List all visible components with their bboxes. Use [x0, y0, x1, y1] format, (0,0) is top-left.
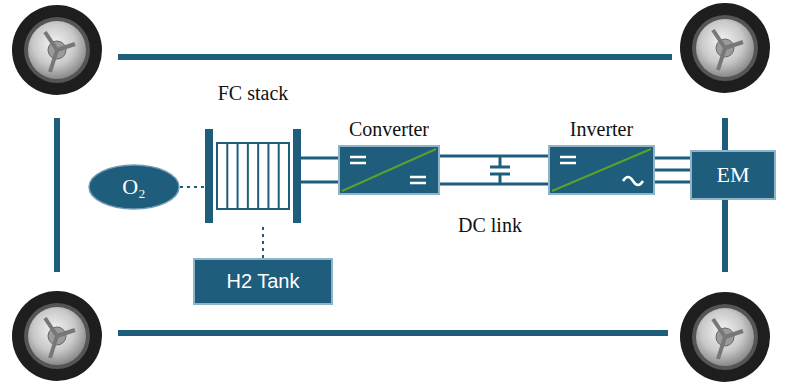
cell-line [226, 143, 228, 209]
node-heading: FC stack [218, 82, 289, 105]
connector [301, 158, 338, 182]
box-fill [549, 146, 654, 194]
cell-line [237, 143, 239, 209]
box-outline [338, 145, 440, 195]
oxygen-ellipse: O₂ [88, 164, 180, 210]
capacitor-symbol [490, 156, 510, 184]
box-outline [205, 129, 301, 223]
box-outline [548, 145, 655, 195]
box-fill [691, 151, 775, 199]
dc-symbol [560, 157, 576, 163]
node-heading: Inverter [570, 118, 633, 141]
wheel [12, 291, 102, 381]
chassis-frame [57, 57, 725, 333]
connector [263, 223, 264, 258]
connector [655, 158, 690, 182]
node-shape [205, 129, 301, 223]
connector-line [301, 181, 338, 184]
ac-symbol [623, 177, 643, 185]
wheel [680, 292, 770, 382]
connector-line [180, 186, 205, 188]
wheel [680, 3, 770, 93]
connector-line [655, 169, 690, 172]
diagonal [552, 149, 651, 191]
cell-line [267, 143, 269, 209]
node-text: H2 Tank [226, 270, 299, 293]
cell-line [278, 143, 280, 209]
dc-symbol [350, 157, 366, 163]
connector-line [301, 157, 338, 160]
cell-frame [217, 143, 289, 209]
cell-line [257, 143, 259, 209]
inverter-box: Inverter [548, 118, 655, 195]
ellipse-shape [89, 165, 179, 209]
fuel-cell-stack: FC stack [205, 82, 301, 223]
node-heading: Converter [349, 118, 429, 141]
wheel [12, 5, 102, 95]
cell-line [247, 143, 249, 209]
node-shape [338, 145, 440, 195]
box-fill [339, 146, 439, 194]
connector [180, 187, 205, 188]
connector-line [440, 183, 548, 186]
connector-line [655, 157, 690, 160]
node-shape [548, 145, 655, 195]
end-plate [205, 129, 213, 223]
connector [440, 156, 548, 184]
connector-line [262, 223, 264, 258]
node-text: O₂ [122, 174, 146, 200]
connector-line [655, 181, 690, 184]
box-fill [194, 259, 332, 304]
dc-symbol [410, 177, 426, 183]
node-text: EM [717, 162, 750, 188]
diagonal [342, 149, 436, 191]
motor-box: EM [690, 150, 776, 200]
end-plate [293, 129, 301, 223]
hydrogen-tank-box: H2 Tank [193, 258, 333, 305]
converter-box: Converter [338, 118, 440, 195]
dc-link-label: DC link [458, 214, 522, 237]
connector-line [440, 155, 548, 158]
